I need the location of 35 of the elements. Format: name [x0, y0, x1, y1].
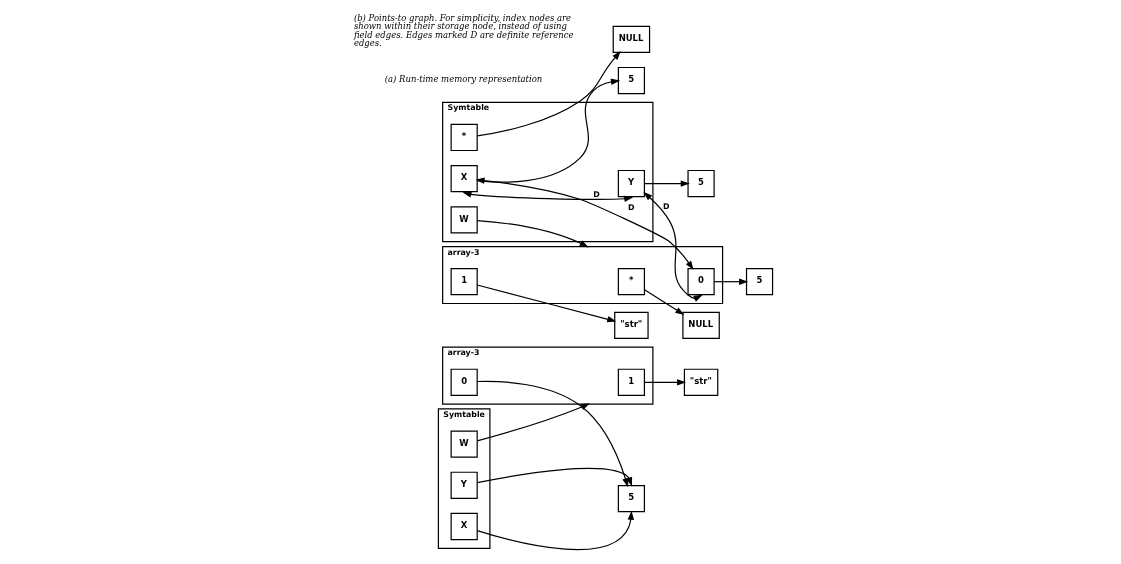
- node-box: X: [450, 165, 478, 193]
- node-box: Y: [617, 169, 646, 198]
- arrow: [476, 380, 629, 488]
- node-box: NULL: [612, 25, 651, 53]
- arrow: [476, 403, 591, 442]
- node-box: 1: [617, 368, 646, 396]
- arrow: [643, 379, 687, 386]
- node-box: 5: [617, 66, 646, 95]
- node-box: "str": [614, 311, 649, 339]
- node-box: NULL: [682, 311, 720, 339]
- node-box: 5: [617, 485, 646, 513]
- node-box: "str": [683, 368, 719, 396]
- arrow: [476, 510, 635, 551]
- arrow: [462, 191, 634, 202]
- arrow: [643, 191, 703, 302]
- arrow: [476, 50, 621, 137]
- label: (b) Points-to graph. For simplicity, index nodes are shown within their storage node, instead of using field edges. Edges marked D are definite reference edges.: [353, 12, 574, 49]
- node-box: 0: [687, 268, 715, 296]
- label: (a) Run-time memory representation: [384, 74, 543, 85]
- node-box: X: [450, 512, 478, 541]
- node-box: 0: [450, 368, 478, 396]
- node-box: 5: [745, 268, 774, 296]
- node-box: W: [450, 206, 478, 234]
- arrow: [476, 219, 589, 248]
- arrow: [476, 284, 617, 323]
- node-box: Y: [450, 471, 478, 499]
- arrow: [476, 467, 633, 487]
- arrow: [643, 289, 685, 316]
- node-box: *: [617, 268, 646, 296]
- arrow: [713, 278, 749, 285]
- arrow: [643, 180, 690, 187]
- node-box: 5: [687, 169, 715, 198]
- node-box: *: [450, 123, 478, 152]
- node-box: W: [450, 430, 478, 458]
- node-box: 1: [450, 268, 478, 296]
